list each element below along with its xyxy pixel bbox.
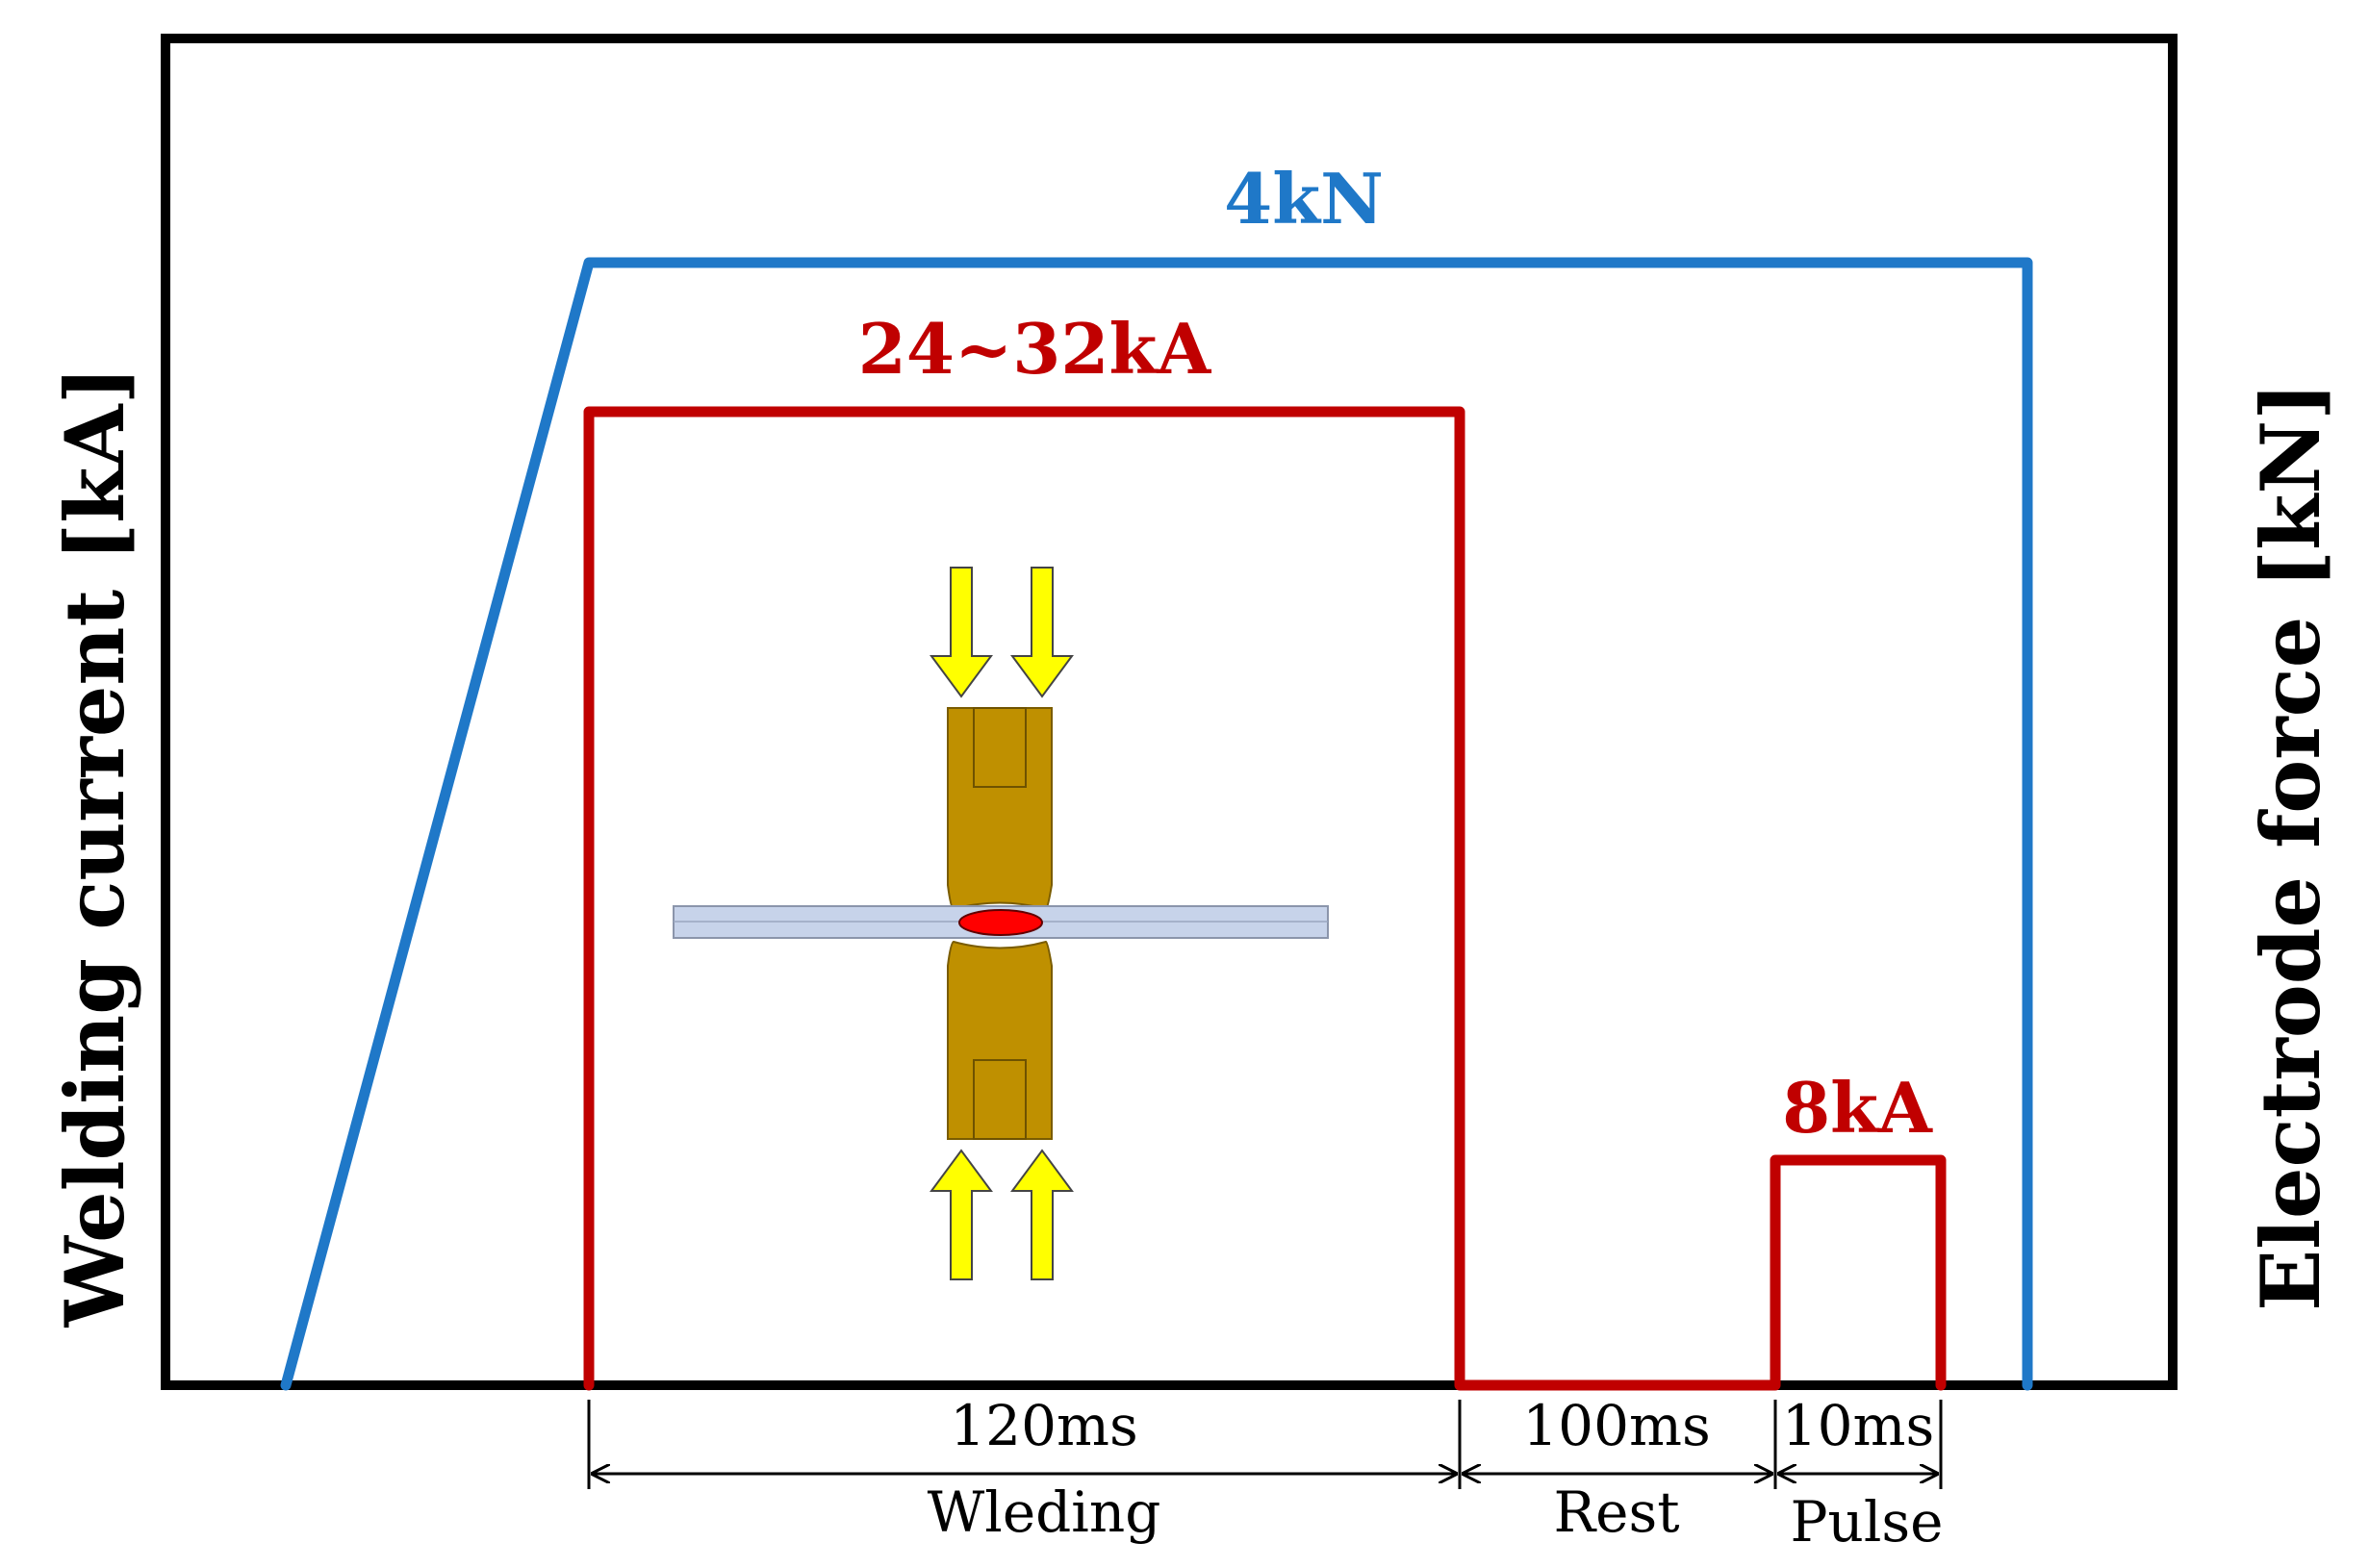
weld-current-label: 24~32kA [858, 308, 1212, 390]
weld-phase-label: Wleding [928, 1479, 1161, 1545]
pulse-current-label: 8kA [1782, 1067, 1933, 1149]
rest-phase-label: Rest [1553, 1479, 1679, 1545]
right-axis-label: Electrode force [kN] [2243, 382, 2338, 1311]
down-arrow-icon [930, 567, 993, 698]
up-arrow-icon [930, 1149, 993, 1280]
rest-duration-label: 100ms [1522, 1393, 1710, 1458]
lower-electrode-cooling-channel [973, 1059, 1027, 1140]
down-arrow-icon [1010, 567, 1074, 698]
weld-nugget [958, 909, 1043, 936]
up-arrow-icon [1010, 1149, 1074, 1280]
welding-current-line [583, 406, 1947, 1391]
electrode-force-line [280, 257, 2033, 1391]
spot-weld-illustration [673, 567, 1329, 1280]
pulse-duration-label: 10ms [1782, 1393, 1935, 1458]
pulse-phase-label: Pulse [1790, 1489, 1943, 1555]
upper-electrode-cooling-channel [973, 707, 1027, 788]
force-value-label: 4kN [1224, 158, 1384, 240]
weld-duration-label: 120ms [950, 1393, 1137, 1458]
plot-frame [161, 34, 2178, 1390]
timing-ticks [587, 1400, 1943, 1489]
left-axis-label: Welding current [kA] [47, 367, 142, 1328]
